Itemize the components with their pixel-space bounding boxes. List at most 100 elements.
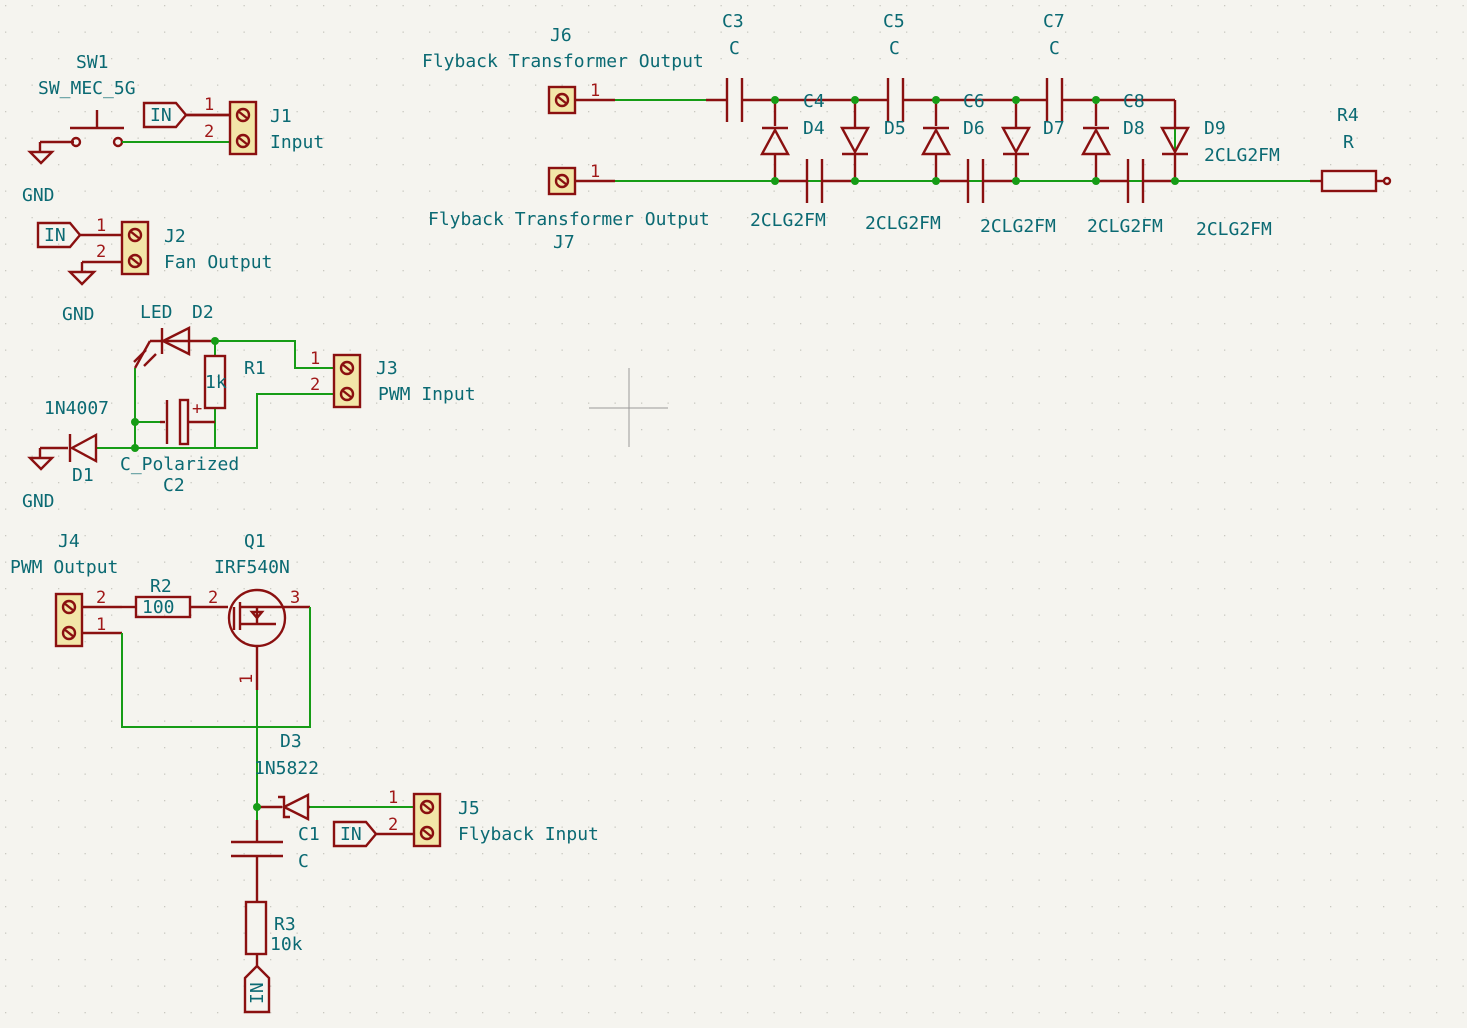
d3-ref: D3 <box>280 731 302 752</box>
connector-j7[interactable]: 1 Flyback Transformer Output J7 <box>428 162 710 253</box>
d9-value: 2CLG2FM <box>1204 145 1280 166</box>
diode-d7[interactable]: D7 2CLG2FM <box>1000 100 1163 237</box>
svg-text:IN: IN <box>44 225 66 246</box>
j6-ref: J6 <box>550 25 572 46</box>
wires-pwm-input <box>97 340 334 449</box>
svg-text:3: 3 <box>290 588 300 608</box>
diode-d9[interactable]: D9 2CLG2FM <box>1159 100 1280 181</box>
resistor-r1[interactable]: 1k R1 <box>203 354 266 410</box>
d4-value: 2CLG2FM <box>750 210 826 231</box>
svg-text:IN: IN <box>150 105 172 126</box>
connector-j2[interactable]: 1 2 J2 Fan Output <box>96 216 272 276</box>
d4-ref: D4 <box>803 118 825 139</box>
connector-j6[interactable]: 1 J6 Flyback Transformer Output <box>422 25 704 115</box>
j4-value: PWM Output <box>10 557 118 578</box>
svg-text:2: 2 <box>96 588 106 608</box>
capacitor-c7[interactable]: C7 C <box>1016 11 1175 122</box>
junction-d3 <box>253 803 261 811</box>
switch-sw1[interactable]: SW1 SW_MEC_5G <box>38 52 230 148</box>
resistor-r3[interactable]: R3 10k <box>244 900 303 966</box>
resistor-r4[interactable]: R4 R <box>1310 105 1392 193</box>
capacitor-c8[interactable]: C8 <box>1096 91 1175 203</box>
r2-ref: R2 <box>150 576 172 597</box>
gnd-symbol-d1: GND <box>22 448 55 512</box>
diode-d6[interactable]: D6 2CLG2FM <box>920 100 1056 237</box>
j6-value: Flyback Transformer Output <box>422 51 704 72</box>
c8-ref: C8 <box>1123 91 1145 112</box>
svg-text:1: 1 <box>590 162 600 182</box>
svg-text:2: 2 <box>96 242 106 262</box>
r1-value: 1k <box>205 372 227 393</box>
j3-ref: J3 <box>376 358 398 379</box>
d1-value: 1N4007 <box>44 398 109 419</box>
j3-value: PWM Input <box>378 384 476 405</box>
diode-d4[interactable]: D4 2CLG2FM <box>750 100 826 231</box>
connector-j5[interactable]: 1 2 J5 Flyback Input <box>388 788 599 848</box>
svg-text:IN: IN <box>340 824 362 845</box>
j2-ref: J2 <box>164 226 186 247</box>
r1-ref: R1 <box>244 358 266 379</box>
j2-value: Fan Output <box>164 252 272 273</box>
multiplier-junctions <box>771 96 1179 185</box>
d7-value: 2CLG2FM <box>1087 216 1163 237</box>
c3-value: C <box>729 38 740 59</box>
capacitor-c3[interactable]: C3 C <box>706 11 775 122</box>
d7-ref: D7 <box>1043 118 1065 139</box>
capacitor-c6[interactable]: C6 <box>936 91 1016 203</box>
j5-ref: J5 <box>458 798 480 819</box>
d8-ref: D8 <box>1123 118 1145 139</box>
diode-d1[interactable]: 1N4007 D1 <box>40 398 109 486</box>
d2-ref: D2 <box>192 302 214 323</box>
svg-text:2: 2 <box>388 815 398 835</box>
svg-text:1: 1 <box>96 615 106 635</box>
c2-ref: C2 <box>163 475 185 496</box>
q1-ref: Q1 <box>244 531 266 552</box>
c3-ref: C3 <box>722 11 744 32</box>
gnd-label: GND <box>22 185 55 206</box>
svg-text:1: 1 <box>590 81 600 101</box>
svg-text:1: 1 <box>310 349 320 369</box>
svg-text:GND: GND <box>22 491 55 512</box>
d5-ref: D5 <box>884 118 906 139</box>
c5-value: C <box>889 38 900 59</box>
connector-j3[interactable]: 1 2 J3 PWM Input <box>310 349 476 409</box>
svg-text:1: 1 <box>96 216 106 236</box>
d1-ref: D1 <box>72 465 94 486</box>
c4-ref: C4 <box>803 91 825 112</box>
capacitor-c5[interactable]: C5 C <box>855 11 936 122</box>
mosfet-q1[interactable]: 2 3 1 Q1 IRF540N <box>208 531 310 690</box>
svg-text:+: + <box>192 399 202 419</box>
c2-value: C_Polarized <box>120 454 239 475</box>
j4-ref: J4 <box>58 531 80 552</box>
j7-ref: J7 <box>553 232 575 253</box>
svg-text:IN: IN <box>247 982 268 1004</box>
junctions-pwm-input <box>131 337 219 452</box>
svg-text:1: 1 <box>204 95 214 115</box>
gnd-symbol-sw1: GND <box>22 142 55 206</box>
d2-value: LED <box>140 302 173 323</box>
connector-j1[interactable]: 1 2 J1 Input <box>186 95 324 156</box>
resistor-r2[interactable]: 100 R2 <box>122 576 228 619</box>
j7-value: Flyback Transformer Output <box>428 209 710 230</box>
svg-text:GND: GND <box>62 304 95 325</box>
led-d2[interactable]: LED D2 <box>133 302 215 369</box>
wires-mosfet <box>121 607 414 820</box>
r4-value: R <box>1343 132 1354 153</box>
capacitor-c4[interactable]: C4 <box>775 91 855 203</box>
r4-ref: R4 <box>1337 105 1359 126</box>
j1-value: Input <box>270 132 324 153</box>
svg-text:2: 2 <box>310 375 320 395</box>
schottky-d3[interactable]: D3 1N5822 <box>254 731 319 821</box>
j5-value: Flyback Input <box>458 824 599 845</box>
c1-ref: C1 <box>298 824 320 845</box>
d6-value: 2CLG2FM <box>980 216 1056 237</box>
svg-text:2: 2 <box>204 122 214 142</box>
diode-d5[interactable]: D5 2CLG2FM <box>839 100 941 234</box>
capacitor-c2[interactable]: + C_Polarized C2 <box>120 398 239 496</box>
connector-j4[interactable]: 2 1 J4 PWM Output <box>10 531 122 648</box>
capacitor-c1[interactable]: C1 C <box>231 820 320 902</box>
d9-ref: D9 <box>1204 118 1226 139</box>
diode-d8[interactable]: D8 2CLG2FM <box>1080 100 1272 240</box>
r3-ref: R3 <box>274 914 296 935</box>
